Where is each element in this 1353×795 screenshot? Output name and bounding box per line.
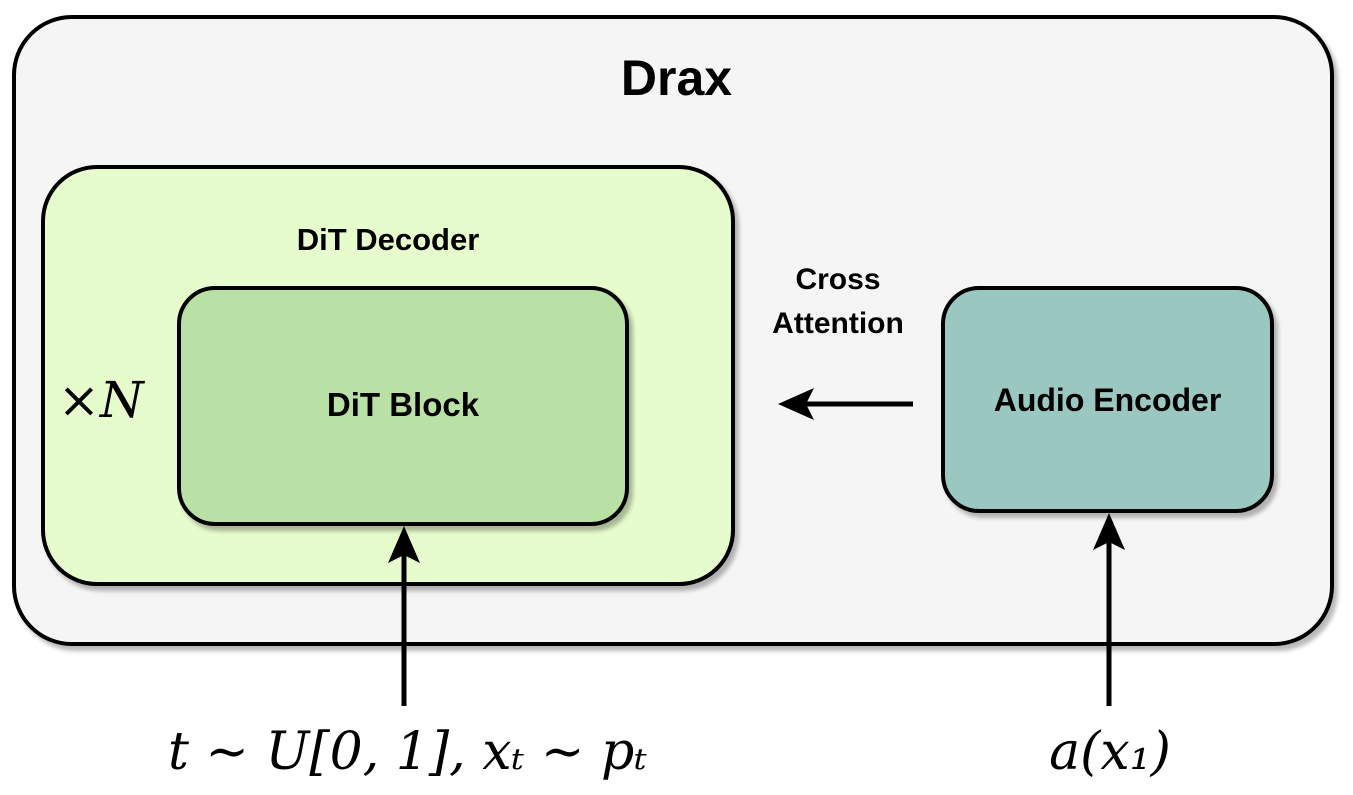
cross-attention-label: Cross Attention [772,263,904,340]
decoder-input-arrow [388,526,420,706]
encoder-input-arrow [1093,513,1125,706]
repeat-count-label: ×N [58,371,144,429]
audio-encoder-title: Audio Encoder [993,382,1222,418]
dit-block-title: DiT Block [326,386,480,423]
dit-block-box [177,286,629,526]
encoder-input-label: a(x₁) [1049,722,1171,782]
audio-encoder-box [941,286,1274,513]
cross-attention-arrow [778,388,913,420]
dit-decoder-title: DiT Decoder [296,222,480,257]
decoder-input-label: t ∼ U[0, 1], xₜ ∼ pₜ [168,722,648,782]
drax-title: Drax [620,50,733,106]
